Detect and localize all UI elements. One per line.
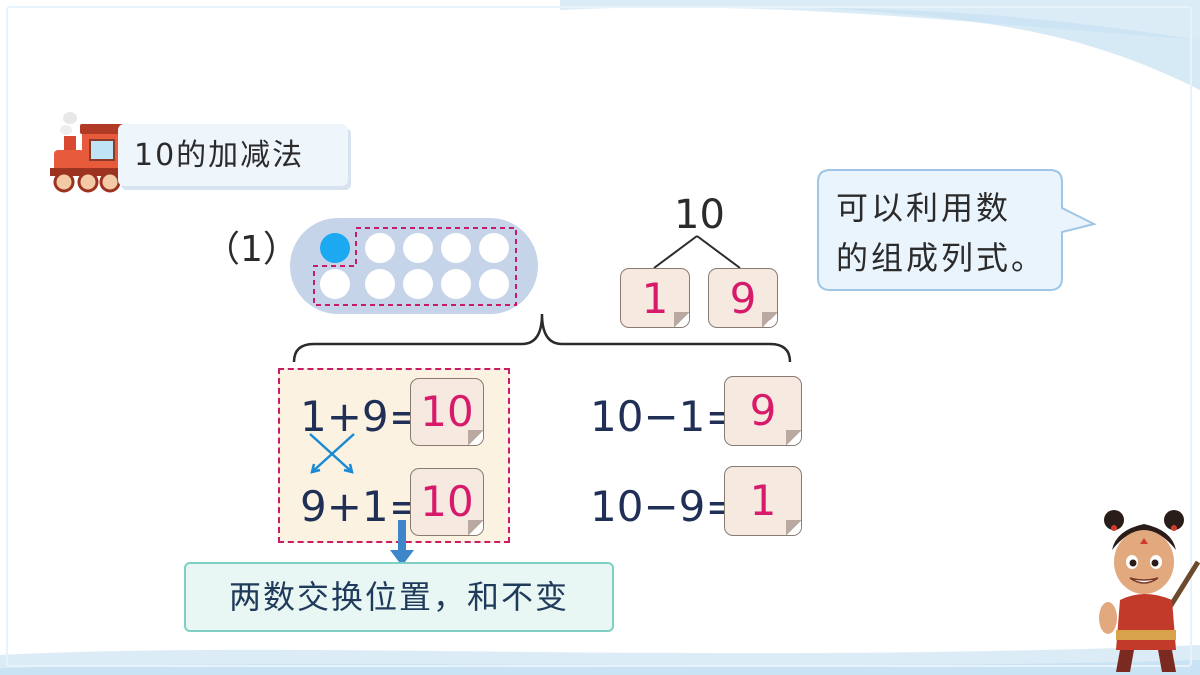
- train-icon: [50, 112, 124, 193]
- empty-dot: [403, 233, 433, 263]
- equation-add-1: 1+9=: [300, 392, 424, 441]
- page-title: 10的加减法: [134, 138, 305, 173]
- answer-card-sub-1: 9: [724, 376, 802, 446]
- answer-value: 9: [749, 386, 777, 435]
- bubble-line-2: 的组成列式。: [836, 239, 1047, 277]
- empty-dot: [365, 269, 395, 299]
- answer-card-add-1: 10: [410, 378, 484, 446]
- swap-arrows-icon: [309, 433, 355, 474]
- ten-frame: [290, 218, 538, 314]
- character-illustration: [1099, 510, 1200, 672]
- decomposition-lines: [653, 235, 741, 269]
- filled-dot: [320, 233, 350, 263]
- answer-card-sub-2: 1: [724, 466, 802, 536]
- part-card-left: 1: [620, 268, 690, 328]
- nine-group-outline: [313, 227, 517, 306]
- commutative-note: 两数交换位置，和不变: [184, 562, 614, 632]
- slide-border: [6, 6, 1192, 667]
- question-number: （1）: [204, 229, 299, 270]
- part-a-value: 1: [641, 274, 669, 323]
- answer-value: 10: [420, 387, 474, 436]
- bottom-wave-decoration: [0, 645, 1200, 675]
- empty-dot: [441, 269, 471, 299]
- speech-bubble: [817, 169, 1097, 291]
- part-b-value: 9: [729, 274, 757, 323]
- bubble-line-1: 可以利用数: [836, 189, 1012, 227]
- bubble-text: 可以利用数 的组成列式。: [836, 183, 1046, 283]
- empty-dot: [365, 233, 395, 263]
- empty-dot: [479, 269, 509, 299]
- answer-value: 10: [420, 477, 474, 526]
- empty-dot: [320, 269, 350, 299]
- part-card-right: 9: [708, 268, 778, 328]
- curly-brace: [292, 313, 792, 363]
- top-wave-decoration: [560, 0, 1200, 90]
- equation-sub-2: 10−9=: [590, 482, 741, 531]
- whole-number: 10: [674, 192, 725, 238]
- empty-dot: [479, 233, 509, 263]
- down-arrow-icon: [390, 520, 414, 566]
- empty-dot: [441, 233, 471, 263]
- answer-value: 1: [749, 476, 777, 525]
- equation-sub-1: 10−1=: [590, 392, 741, 441]
- title-tab: [118, 124, 348, 186]
- empty-dot: [403, 269, 433, 299]
- answer-card-add-2: 10: [410, 468, 484, 536]
